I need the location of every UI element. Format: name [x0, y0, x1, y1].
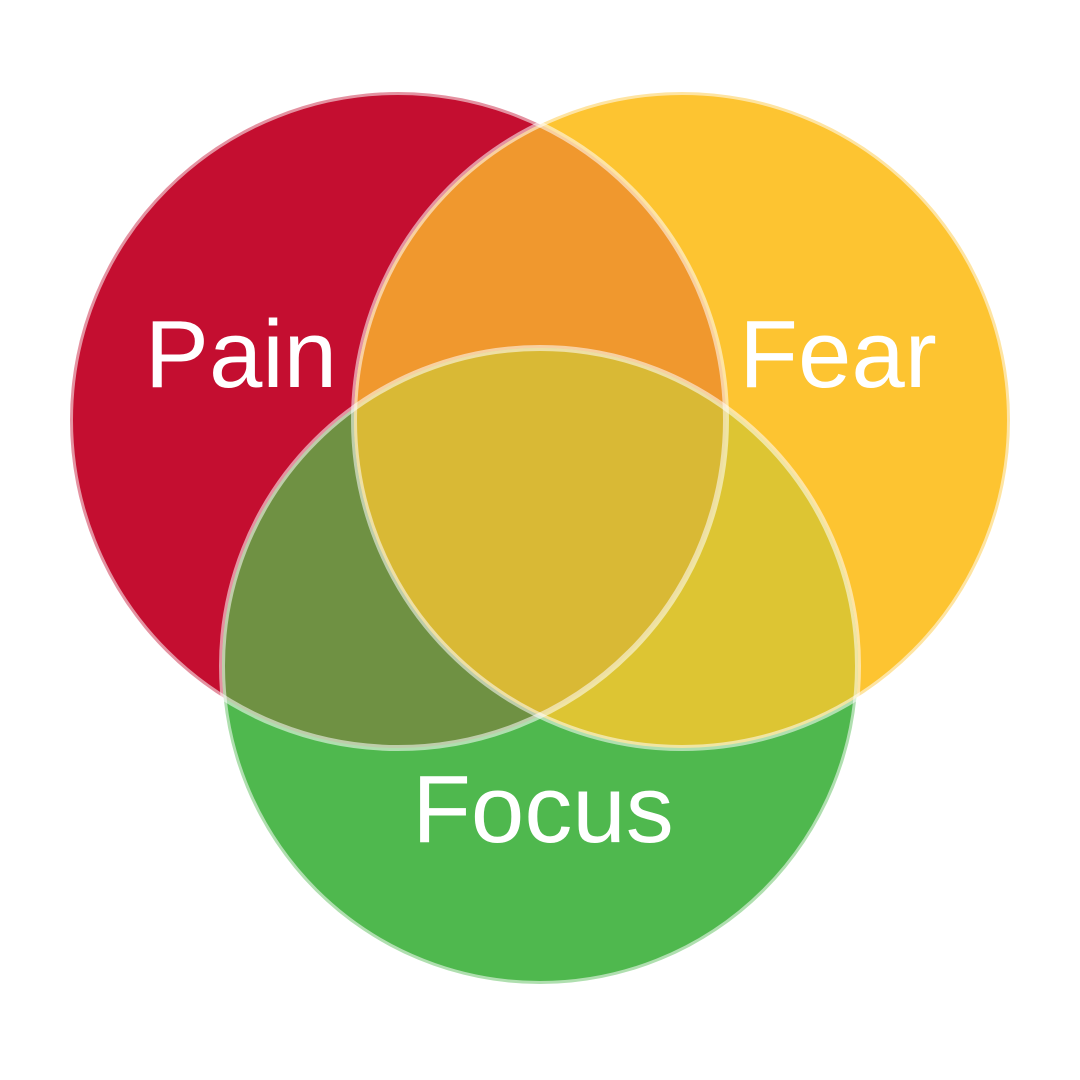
fear-circle-outline — [351, 89, 1013, 751]
circle-outlines — [67, 89, 1013, 987]
triple-overlap-region — [354, 348, 726, 748]
pain-label: Pain — [145, 301, 337, 408]
focus-circle-outline — [219, 345, 861, 987]
pain-circle-outline — [67, 89, 729, 751]
focus-label: Focus — [412, 756, 673, 863]
fear-label: Fear — [739, 301, 936, 408]
